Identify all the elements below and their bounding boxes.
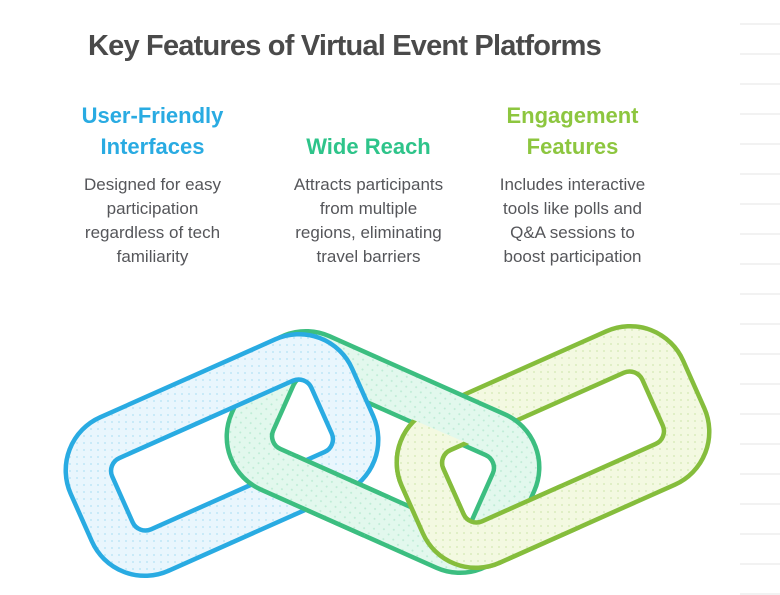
column-heading: Wide Reach [256,100,481,162]
body-line: travel barriers [316,247,421,266]
ruled-line [740,353,780,355]
body-line: Designed for easy [83,175,222,194]
column-description: Attracts participants from multiple regi… [256,173,481,269]
ruled-line [740,203,780,205]
heading-line: Engagement [506,103,639,128]
column-heading: Engagement Features [460,100,685,162]
ruled-line [740,83,780,85]
body-line: from multiple [319,199,418,218]
heading-line: Features [526,134,619,159]
ruled-line [740,293,780,295]
ruled-line [740,413,780,415]
feature-column-engagement: Engagement Features Includes interactive… [460,100,685,269]
ruled-line [740,563,780,565]
body-line: participation [106,199,199,218]
column-heading: User-Friendly Interfaces [40,100,265,162]
feature-column-user-friendly: User-Friendly Interfaces Designed for ea… [40,100,265,269]
ruled-line [740,473,780,475]
body-line: regardless of tech [84,223,221,242]
heading-line: Wide Reach [306,134,431,159]
body-line: tools like polls and [503,199,642,218]
blue-chain-link [63,331,381,579]
body-line: familiarity [116,247,189,266]
ruled-line [740,113,780,115]
column-description: Designed for easy participation regardle… [40,173,265,269]
heading-line: User-Friendly [81,103,224,128]
ruled-line [740,53,780,55]
ruled-line [740,533,780,535]
body-line: Attracts participants [293,175,444,194]
ruled-line [740,143,780,145]
ruled-line [740,443,780,445]
ruled-line [740,383,780,385]
feature-column-wide-reach: Wide Reach Attracts participants from mu… [256,100,481,269]
body-line: regions, eliminating [295,223,442,242]
page-title: Key Features of Virtual Event Platforms [88,30,602,62]
ruled-line [740,233,780,235]
column-description: Includes interactive tools like polls an… [460,173,685,269]
ruled-line [740,23,780,25]
ruled-line [740,593,780,595]
ruled-line [740,173,780,175]
ruled-line [740,323,780,325]
ruled-line [740,263,780,265]
ruled-line [740,503,780,505]
heading-line: Interfaces [100,134,205,159]
body-line: Includes interactive [499,175,646,194]
body-line: Q&A sessions to [510,223,635,242]
body-line: boost participation [503,247,642,266]
